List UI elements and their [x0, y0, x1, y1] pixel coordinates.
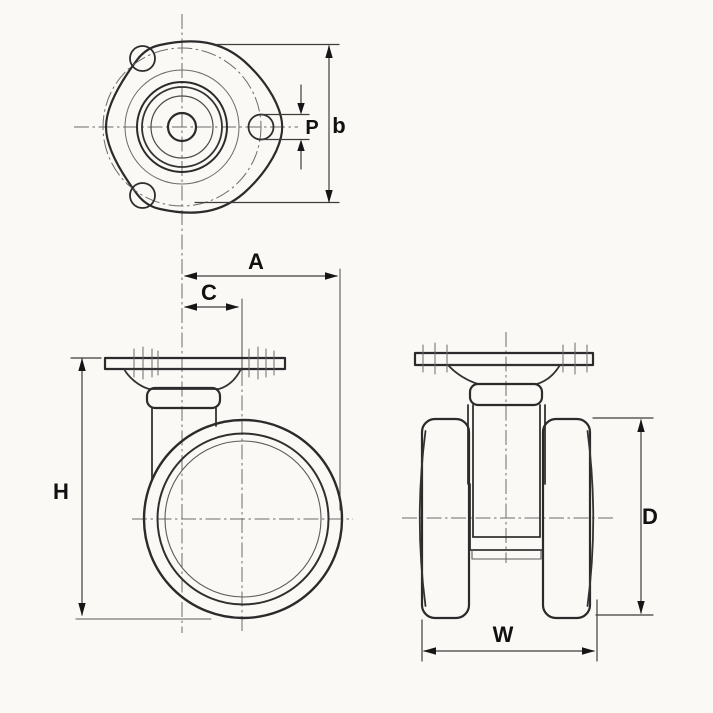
- wheel-tread-circle: [156, 432, 330, 606]
- right-wheel-crown-arc: [586, 430, 595, 607]
- h-arrowhead-up: [78, 358, 86, 371]
- side-swivel-collar: [145, 386, 222, 410]
- side-swivel-funnel: [123, 368, 242, 390]
- wheel-outer-circle: [142, 418, 344, 620]
- wheel-hub-circle: [164, 440, 322, 598]
- dimension-C: C: [184, 280, 243, 372]
- boss-circle: [150, 95, 214, 159]
- dimension-W: W: [421, 599, 598, 662]
- b-arrowhead-down: [325, 190, 333, 203]
- d-arrowhead-up: [637, 419, 645, 432]
- c-arrowhead-right: [226, 303, 239, 311]
- a-label: A: [248, 249, 264, 274]
- boss-inner-ring: [141, 86, 223, 168]
- front-mounting-plate: [413, 351, 595, 367]
- b-label: b: [332, 113, 345, 138]
- h-label: H: [53, 479, 69, 504]
- dimension-A: A: [184, 249, 341, 511]
- mounting-hole-top-left: [129, 45, 156, 72]
- a-arrowhead-left: [184, 272, 197, 280]
- right-wheel: [541, 417, 592, 620]
- dimension-H: H: [53, 357, 102, 616]
- c-label: C: [201, 280, 217, 305]
- top-plate-view: [74, 40, 298, 214]
- p-label: P: [305, 117, 318, 139]
- bolt-circle-centerline: [102, 47, 262, 207]
- p-arrowhead-up: [297, 139, 305, 151]
- front-swivel-collar: [468, 382, 544, 407]
- b-arrowhead-up: [325, 45, 333, 58]
- boss-outer-ring: [136, 81, 228, 173]
- plate-outline: [104, 40, 284, 214]
- left-wheel: [420, 417, 471, 620]
- left-wheel-crown-arc: [418, 430, 427, 607]
- d-label: D: [642, 504, 658, 529]
- boss-base-circle: [124, 69, 240, 185]
- dimension-D: D: [592, 417, 658, 616]
- center-hole: [166, 111, 198, 143]
- front-view: [402, 332, 615, 620]
- w-label: W: [493, 622, 514, 647]
- p-arrowhead-down: [297, 103, 305, 115]
- front-swivel-funnel: [447, 364, 561, 385]
- c-arrowhead-left: [184, 303, 197, 311]
- h-arrowhead-down: [78, 603, 86, 616]
- mounting-hole-bottom-left: [129, 182, 156, 209]
- a-arrowhead-right: [325, 272, 338, 280]
- w-arrowhead-left: [423, 647, 436, 655]
- d-arrowhead-down: [637, 601, 645, 614]
- mounting-hole-right: [247, 113, 275, 141]
- dimension-P: P: [261, 84, 319, 170]
- w-arrowhead-right: [582, 647, 595, 655]
- dimension-b: b: [194, 43, 346, 204]
- side-view: [75, 346, 353, 633]
